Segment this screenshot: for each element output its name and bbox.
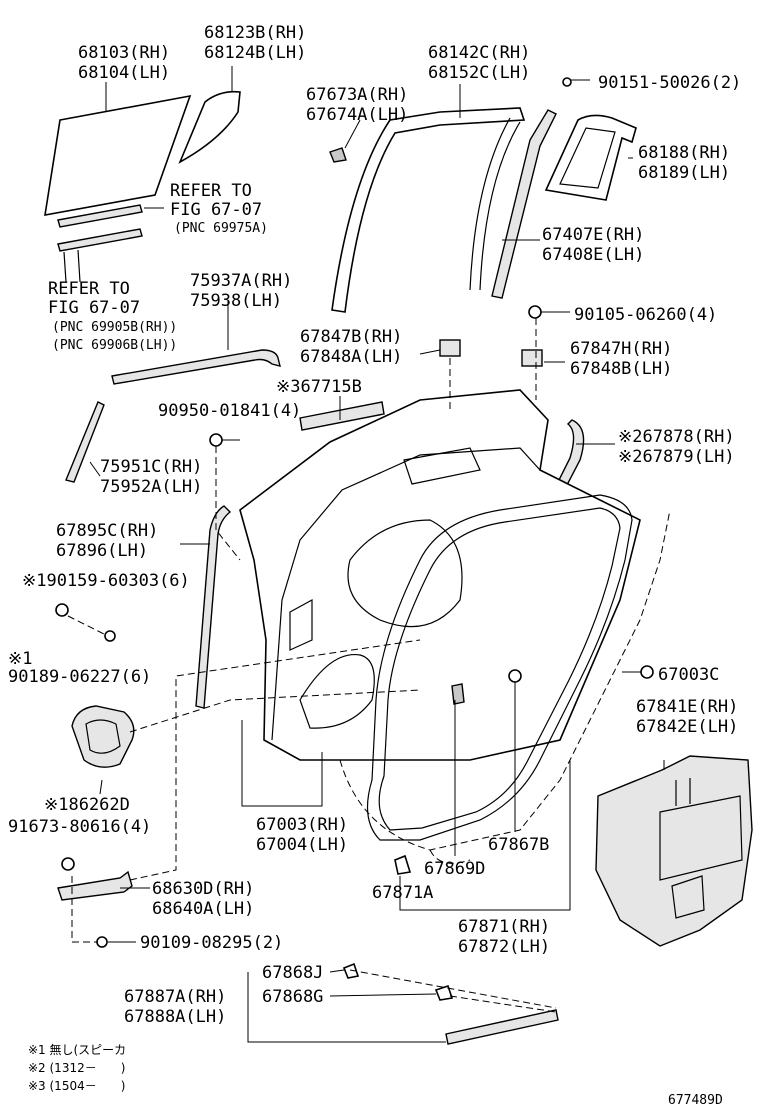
label-67715b: ※367715B [276, 377, 362, 397]
note-3: ※3 (1504－ ) [28, 1079, 125, 1093]
label-90105: 90105-06260(4) [574, 305, 717, 325]
label-90109: 90109-08295(2) [140, 933, 283, 953]
nut-90189 [104, 630, 116, 642]
label-67872: 67872(LH) [458, 937, 550, 957]
label-68104: 68104(LH) [78, 63, 170, 83]
label-67848a: 67848A(LH) [300, 347, 402, 367]
refer-to-1: REFER TO [170, 181, 252, 201]
door-glass [44, 94, 192, 216]
label-68124b: 68124B(LH) [204, 43, 306, 63]
label-75951c: 75951C(RH) [100, 457, 202, 477]
label-68142c: 68142C(RH) [428, 43, 530, 63]
label-67003: 67003(RH) [256, 815, 348, 835]
seal-67847b [439, 339, 461, 357]
label-67869d: 67869D [424, 859, 485, 879]
body-outline [339, 509, 671, 851]
screw-90151 [562, 77, 572, 87]
label-67407e: 67407E(RH) [542, 225, 644, 245]
refer-fig-2: FIG 67-07 [48, 298, 140, 318]
label-67896: 67896(LH) [56, 541, 148, 561]
run-channel [331, 107, 526, 313]
rear-channel [491, 109, 557, 299]
label-67878: ※267878(RH) [618, 427, 735, 447]
seal-67847h [521, 349, 543, 367]
label-67871a: 67871A [372, 883, 433, 903]
door-opening-seal [366, 494, 633, 841]
clip-67869d [451, 683, 465, 705]
refer-pnc-1: (PNC 69975A) [174, 221, 268, 236]
label-67673a: 67673A(RH) [306, 85, 408, 105]
pillar-garnish [65, 401, 105, 483]
label-67848b: 67848B(LH) [570, 359, 672, 379]
label-91673: 91673-80616(4) [8, 817, 151, 837]
clip-67003c [640, 665, 654, 679]
lower-moulding [445, 1009, 559, 1045]
note-2: ※2 (1312－ ) [28, 1061, 125, 1075]
door-hinge [57, 870, 133, 901]
refer-pnc-2a: (PNC 69905B(RH)) [52, 320, 177, 335]
label-90151: 90151-50026(2) [598, 73, 741, 93]
label-90159: ※190159-60303(6) [22, 571, 190, 591]
label-67887a: 67887A(RH) [124, 987, 226, 1007]
label-67842e: 67842E(LH) [636, 717, 738, 737]
glass-channel-upper [57, 204, 143, 228]
refer-pnc-2b: (PNC 69906B(LH)) [52, 338, 177, 353]
refer-fig-1: FIG 67-07 [170, 200, 262, 220]
rear-door-shell [239, 389, 641, 761]
label-75937a: 75937A(RH) [190, 271, 292, 291]
screw-90159 [55, 603, 69, 617]
label-90189: 90189-06227(6) [8, 667, 151, 687]
label-67847h: 67847H(RH) [570, 339, 672, 359]
label-68189: 68189(LH) [638, 163, 730, 183]
label-90189-mark: ※1 [8, 649, 32, 669]
label-90950: 90950-01841(4) [158, 401, 301, 421]
diagram-id: 677489D [668, 1093, 723, 1108]
label-75952a: 75952A(LH) [100, 477, 202, 497]
label-68630d: 68630D(RH) [152, 879, 254, 899]
belt-moulding [111, 349, 281, 385]
clip-67867b [508, 669, 522, 683]
label-68123b: 68123B(RH) [204, 23, 306, 43]
label-68188: 68188(RH) [638, 143, 730, 163]
clip-67673a [329, 147, 347, 163]
quarter-glass [178, 90, 241, 164]
label-67674a: 67674A(LH) [306, 105, 408, 125]
label-75938: 75938(LH) [190, 291, 282, 311]
label-67841e: 67841E(RH) [636, 697, 738, 717]
label-67004: 67004(LH) [256, 835, 348, 855]
label-67868g: 67868G [262, 987, 323, 1007]
weatherstrip-67895c [195, 505, 232, 709]
weatherstrip-67715b [299, 401, 385, 431]
clip-67868j [342, 962, 360, 979]
clip-67868g [434, 984, 454, 1001]
label-67895c: 67895C(RH) [56, 521, 158, 541]
note-1: ※1 無し(スピーカ [28, 1042, 126, 1057]
label-86262d: ※186262D [44, 795, 130, 815]
bolt-91673 [61, 857, 75, 871]
label-67003c: 67003C [658, 665, 719, 685]
label-67408e: 67408E(LH) [542, 245, 644, 265]
label-67879: ※267879(LH) [618, 447, 735, 467]
bolt-90105 [528, 305, 542, 319]
clip-90950 [209, 433, 223, 447]
label-68103: 68103(RH) [78, 43, 170, 63]
label-68640a: 68640A(LH) [152, 899, 254, 919]
label-67847b: 67847B(RH) [300, 327, 402, 347]
label-67888a: 67888A(LH) [124, 1007, 226, 1027]
bolt-90109 [96, 936, 108, 948]
service-hole-cover [595, 755, 753, 947]
label-68152c: 68152C(LH) [428, 63, 530, 83]
glass-channel-lower [57, 228, 143, 252]
label-67867b: 67867B [488, 835, 549, 855]
label-67871: 67871(RH) [458, 917, 550, 937]
speaker [71, 705, 135, 768]
label-67868j: 67868J [262, 963, 323, 983]
clip-67871a [394, 854, 412, 875]
refer-to-2: REFER TO [48, 279, 130, 299]
